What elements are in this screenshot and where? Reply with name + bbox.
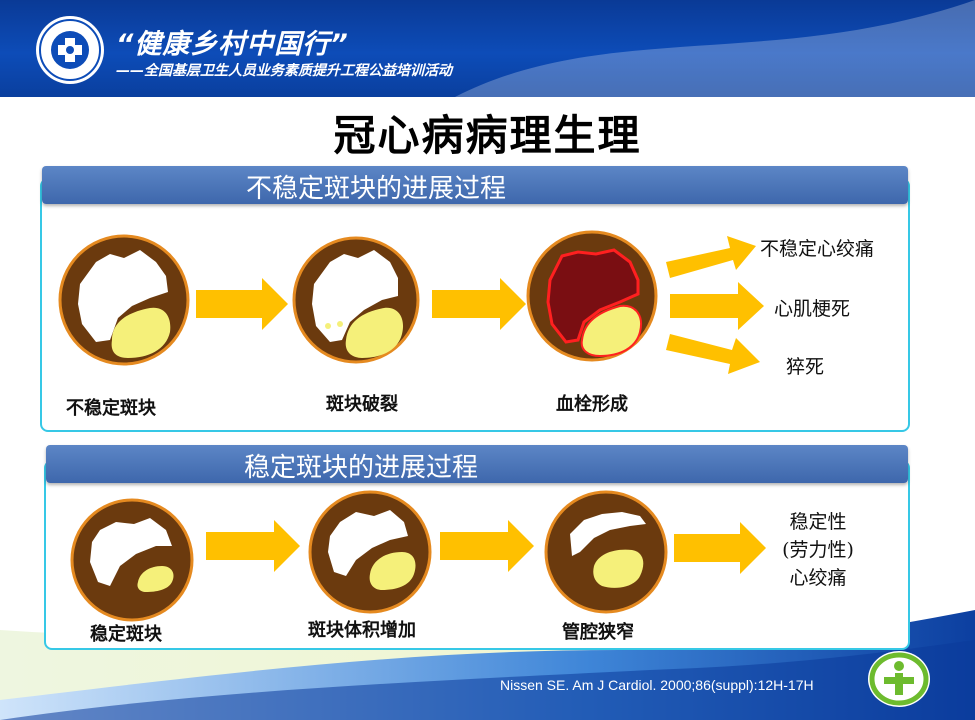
arrow-row2-2	[440, 520, 534, 572]
header-banner: “健康乡村中国行” ——全国基层卫生人员业务素质提升工程公益培训活动	[0, 0, 975, 97]
outcome-unstable-angina: 不稳定心绞痛	[760, 238, 875, 260]
stable-heading: 稳定斑块的进展过程	[244, 453, 479, 483]
stage-label-plaque-enlarge: 斑块体积增加	[308, 620, 416, 641]
header-decoration	[455, 0, 975, 97]
vessel-thrombus	[526, 230, 658, 362]
stage-label-stable-plaque: 稳定斑块	[90, 624, 162, 645]
citation: Nissen SE. Am J Cardiol. 2000;86(suppl):…	[500, 677, 814, 693]
arrow-row1-1	[196, 278, 288, 330]
corner-logo-icon	[868, 651, 930, 707]
header-subtitle: ——全国基层卫生人员业务素质提升工程公益培训活动	[116, 63, 452, 79]
arrow-row2-3	[674, 522, 766, 574]
stage-label-plaque-rupture: 斑块破裂	[326, 394, 398, 415]
arrow-row1-2	[432, 278, 526, 330]
unstable-heading-bar: 不稳定斑块的进展过程	[42, 166, 908, 204]
vessel-lumen-narrow	[544, 490, 668, 614]
arrow-to-unstable-angina	[666, 236, 756, 278]
stage-label-unstable-plaque: 不稳定斑块	[66, 398, 156, 419]
footer-decoration	[0, 610, 975, 720]
arrow-to-sudden-death	[666, 334, 760, 374]
outcome-mi: 心肌梗死	[774, 298, 851, 320]
outcome-stable-angina: 稳定性 (劳力性) 心绞痛	[770, 508, 866, 592]
stage-label-thrombus: 血栓形成	[556, 394, 628, 415]
outcome-sudden-death: 猝死	[786, 356, 825, 378]
vessel-unstable-plaque	[58, 234, 190, 366]
outcome-line-2: (劳力性)	[782, 539, 854, 561]
vessel-plaque-enlarge	[308, 490, 432, 614]
outcome-line-1: 稳定性	[789, 511, 847, 533]
arrow-row2-1	[206, 520, 300, 572]
stage-label-lumen-narrow: 管腔狭窄	[562, 622, 634, 643]
page-title: 冠心病病理生理	[333, 111, 642, 160]
unstable-heading: 不稳定斑块的进展过程	[246, 174, 507, 204]
vessel-plaque-rupture	[292, 236, 420, 364]
outcome-line-3: 心绞痛	[789, 567, 847, 589]
organization-logo-icon	[36, 16, 104, 84]
vessel-stable-plaque	[70, 498, 194, 622]
stable-heading-bar: 稳定斑块的进展过程	[46, 445, 908, 483]
header-title: “健康乡村中国行”	[116, 29, 349, 60]
arrow-to-mi	[670, 282, 764, 330]
